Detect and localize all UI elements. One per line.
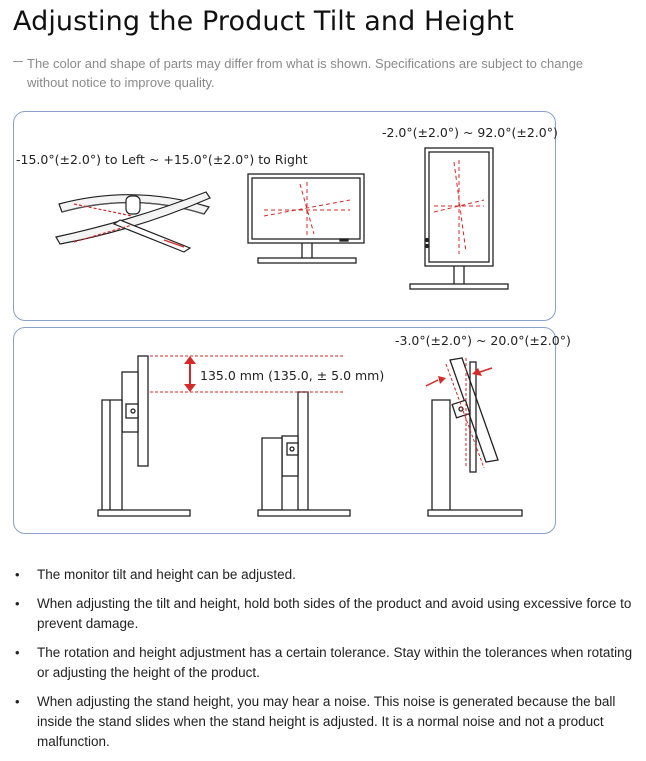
list-item-text: When adjusting the stand height, you may… xyxy=(37,694,616,749)
swivel-range-label: -15.0°(±2.0°) to Left ~ +15.0°(±2.0°) to… xyxy=(16,152,308,167)
list-item: • When adjusting the tilt and height, hol… xyxy=(0,594,646,634)
notes-list: • The monitor tilt and height can be adju… xyxy=(0,565,646,761)
note-dash xyxy=(13,61,23,62)
list-item: • The monitor tilt and height can be adju… xyxy=(0,565,646,585)
height-arrow xyxy=(184,356,196,392)
tilt-guides xyxy=(445,358,485,469)
tilt-range-label: -3.0°(±2.0°) ~ 20.0°(±2.0°) xyxy=(395,333,571,348)
page-title: Adjusting the Product Tilt and Height xyxy=(13,6,514,37)
front-view-monitor xyxy=(247,173,365,264)
bullet-dot: • xyxy=(15,694,20,709)
list-item: • The rotation and height adjustment has … xyxy=(0,643,646,683)
swivel-illustration xyxy=(55,191,211,253)
list-item-text: The monitor tilt and height can be adjus… xyxy=(37,567,296,582)
list-item-text: When adjusting the tilt and height, hold… xyxy=(37,596,632,631)
bullet-dot: • xyxy=(15,596,20,611)
height-tilt-illustration xyxy=(97,355,523,517)
tilted-monitor-side-view xyxy=(427,357,523,517)
pivot-range-label: -2.0°(±2.0°) ~ 92.0°(±2.0°) xyxy=(382,125,558,140)
bullet-dot: • xyxy=(15,645,20,660)
height-guides xyxy=(150,355,344,393)
bullet-dot: • xyxy=(15,567,20,582)
height-range-label: 135.0 mm (135.0, ± 5.0 mm) xyxy=(200,368,385,383)
raised-monitor-side-view xyxy=(97,355,191,517)
swivel-pivot-illustration xyxy=(55,147,509,290)
list-item: • When adjusting the stand height, you ma… xyxy=(0,692,646,752)
list-item-text: The rotation and height adjustment has a… xyxy=(37,645,633,680)
height-tilt-diagram-panel: 135.0 mm (135.0, ± 5.0 mm) -3.0°(±2.0°) … xyxy=(13,327,571,534)
disclaimer-note: The color and shape of parts may differ … xyxy=(27,56,584,90)
swivel-pivot-diagram-panel: -15.0°(±2.0°) to Left ~ +15.0°(±2.0°) to… xyxy=(13,111,558,321)
lowered-monitor-side-view xyxy=(257,391,351,517)
pivot-view-monitor xyxy=(409,147,509,290)
tilt-arrows xyxy=(425,367,493,387)
